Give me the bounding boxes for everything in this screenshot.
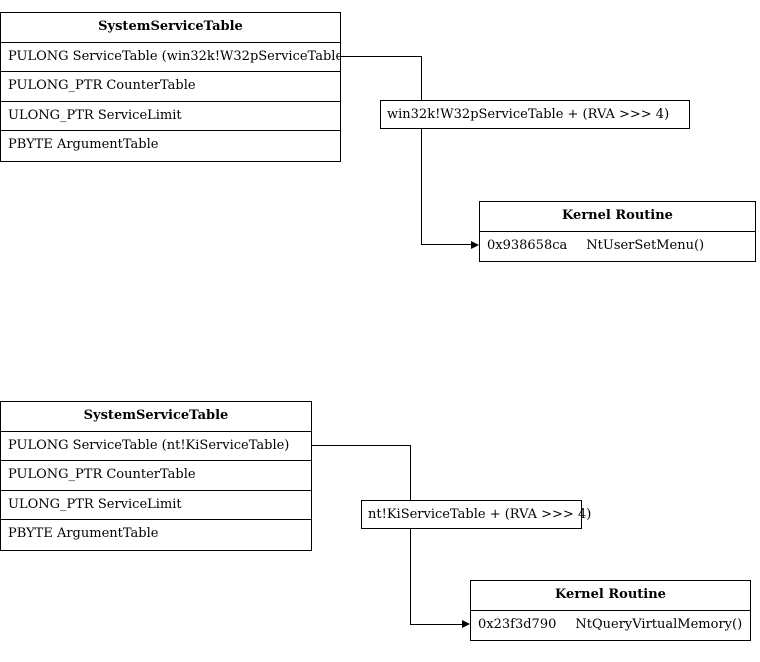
table-title: SystemServiceTable xyxy=(1,402,311,432)
connector-bottom-horizontal-line xyxy=(312,445,410,446)
table-row-servicelimit: ULONG_PTR ServiceLimit xyxy=(1,102,340,132)
table-row-servicelimit: ULONG_PTR ServiceLimit xyxy=(1,491,311,521)
kernel-routine-row: 0x938658ca NtUserSetMenu() xyxy=(480,232,755,262)
connector-top-vertical-line xyxy=(421,56,422,245)
kernel-routine-title: Kernel Routine xyxy=(480,202,755,232)
arrowhead-right-icon xyxy=(471,241,479,249)
table-title: SystemServiceTable xyxy=(1,13,340,43)
table-row-argumenttable: PBYTE ArgumentTable xyxy=(8,137,159,153)
connector-bottom-arrow-line xyxy=(410,624,462,625)
kernel-routine-table-win32k: Kernel Routine 0x938658ca NtUserSetMenu() xyxy=(479,201,756,262)
pointer-expression-box-nt: nt!KiServiceTable + (RVA >>> 4) xyxy=(361,500,591,529)
table-row-servicetable: PULONG ServiceTable (nt!KiServiceTable) xyxy=(1,432,311,462)
routine-name: NtUserSetMenu() xyxy=(586,237,705,253)
routine-address: 0x23f3d790 xyxy=(478,616,557,632)
table-row-countertable: PULONG_PTR CounterTable xyxy=(1,461,311,491)
system-service-table-win32k: SystemServiceTable PULONG ServiceTable (… xyxy=(0,12,341,162)
connector-bottom-vertical-line xyxy=(410,445,411,624)
table-row-countertable: PULONG_PTR CounterTable xyxy=(1,72,340,102)
system-service-table-nt: SystemServiceTable PULONG ServiceTable (… xyxy=(0,401,312,551)
routine-address: 0x938658ca xyxy=(487,237,568,253)
routine-name: NtQueryVirtualMemory() xyxy=(575,616,743,632)
kernel-routine-table-nt: Kernel Routine 0x23f3d790 NtQueryVirtualM… xyxy=(470,580,751,641)
kernel-routine-row: 0x23f3d790 NtQueryVirtualMemory() xyxy=(471,611,750,641)
table-row-servicetable: PULONG ServiceTable (win32k!W32pServiceT… xyxy=(1,43,340,73)
connector-top-arrow-line xyxy=(421,244,471,245)
pointer-expression-box-win32k: win32k!W32pServiceTable + (RVA >>> 4) xyxy=(380,100,690,129)
kernel-routine-title: Kernel Routine xyxy=(471,581,750,611)
table-row-argumenttable: PBYTE ArgumentTable xyxy=(8,526,159,542)
connector-top-horizontal-line xyxy=(341,56,421,57)
arrowhead-right-icon xyxy=(462,620,470,628)
